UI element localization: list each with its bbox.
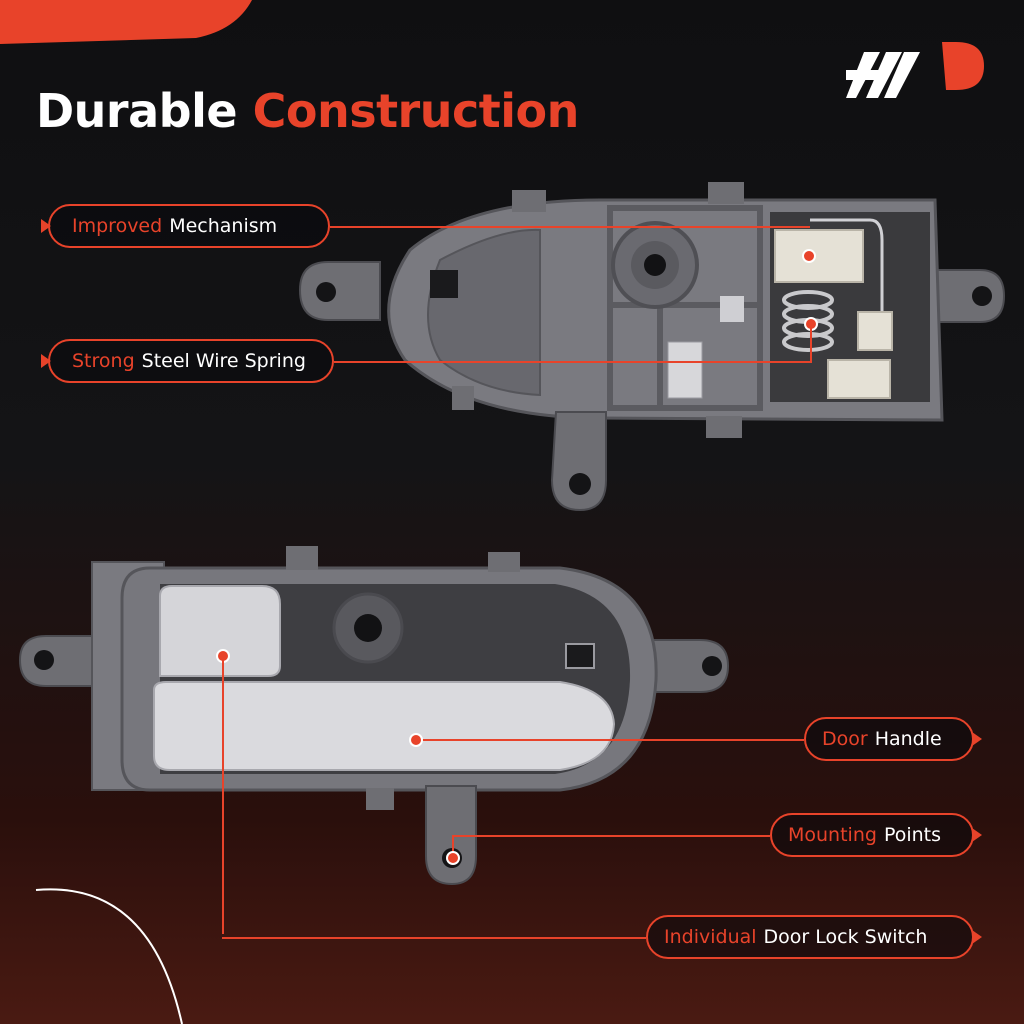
leader-line-lock-switch [222, 937, 646, 939]
callout-highlight: Individual [664, 926, 757, 948]
dot-mounting [446, 851, 460, 865]
dot-door-handle [409, 733, 423, 747]
callout-lock-switch: Individual Door Lock Switch [646, 915, 982, 959]
corner-accent-shape [0, 0, 252, 44]
callout-text: Steel Wire Spring [141, 350, 306, 372]
callout-text: Points [883, 824, 942, 846]
callout-strong-spring: Strong Steel Wire Spring [41, 339, 334, 383]
ap-logo-icon [846, 42, 984, 98]
callout-text: Handle [874, 728, 942, 750]
callout-text: Mechanism [169, 215, 278, 237]
callout-pointer-icon [41, 219, 51, 233]
callout-mounting-points: Mounting Points [770, 813, 982, 857]
title-part-accent: Construction [252, 84, 580, 138]
callout-improved-mechanism: Improved Mechanism [41, 204, 330, 248]
dot-mechanism [802, 249, 816, 263]
leader-line-spring [334, 361, 812, 363]
callout-highlight: Mounting [788, 824, 877, 846]
callout-pointer-icon [972, 930, 982, 944]
leader-line-mounting-vertical [452, 835, 454, 857]
page-title: Durable Construction [36, 84, 579, 138]
callout-text: Door Lock Switch [763, 926, 928, 948]
callout-pointer-icon [41, 354, 51, 368]
callout-pointer-icon [972, 828, 982, 842]
leader-line-lock-switch-vertical [222, 656, 224, 934]
callout-door-handle: Door Handle [804, 717, 982, 761]
callout-highlight: Strong [72, 350, 135, 372]
callout-highlight: Improved [72, 215, 163, 237]
title-part-white: Durable [36, 84, 238, 138]
leader-line-door-handle [416, 739, 804, 741]
leader-line-mechanism [330, 226, 810, 228]
leader-line-mounting [452, 835, 770, 837]
callout-pointer-icon [972, 732, 982, 746]
leader-line-spring-vertical [810, 324, 812, 362]
callout-highlight: Door [822, 728, 868, 750]
